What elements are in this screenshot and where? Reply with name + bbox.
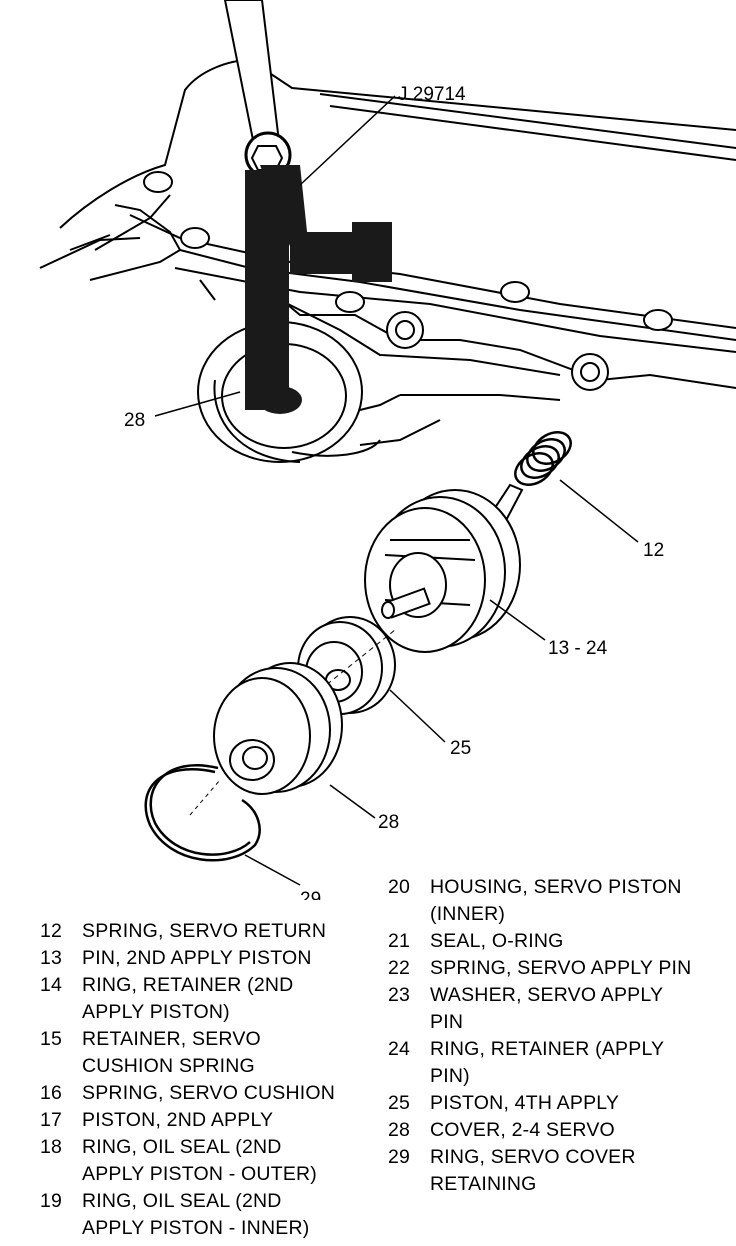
legend-number: 29 <box>388 1146 411 1168</box>
legend-description-line: PISTON, 4TH APPLY <box>430 1092 620 1114</box>
legend-number: 23 <box>388 984 411 1006</box>
servo-return-spring <box>514 431 572 486</box>
legend-item-14: 14 RING, RETAINER (2ND APPLY PISTON) <box>40 972 385 1026</box>
legend-description-line: SPRING, SERVO CUSHION <box>82 1082 336 1104</box>
legend-description: PIN, 2ND APPLY PISTON <box>82 945 385 972</box>
assembly-centerline <box>319 629 396 691</box>
legend-description: RING, OIL SEAL (2ND APPLY PISTON - INNER) <box>82 1188 385 1242</box>
callout-28-bottom: 28 <box>378 812 399 833</box>
callout-12: 12 <box>643 540 664 561</box>
legend-description-line: CUSHION SPRING <box>82 1055 255 1077</box>
legend-description-line: RING, OIL SEAL (2ND <box>82 1136 282 1158</box>
legend-item-25: 25 PISTON, 4TH APPLY <box>388 1090 733 1117</box>
legend-description-line: RING, OIL SEAL (2ND <box>82 1190 282 1212</box>
legend-description-line: RETAINING <box>430 1173 537 1195</box>
legend-description-line: APPLY PISTON) <box>82 1001 230 1023</box>
legend-description: RING, RETAINER (APPLY PIN) <box>430 1036 733 1090</box>
legend-description-line: RING, RETAINER (APPLY <box>430 1038 665 1060</box>
legend-description: PISTON, 4TH APPLY <box>430 1090 733 1117</box>
legend-item-16: 16 SPRING, SERVO CUSHION <box>40 1080 385 1107</box>
legend-number: 15 <box>40 1028 63 1050</box>
legend-description-line: HOUSING, SERVO PISTON <box>430 876 682 898</box>
legend-item-19: 19 RING, OIL SEAL (2ND APPLY PISTON - INNE… <box>40 1188 385 1242</box>
legend-description-line: APPLY PISTON - OUTER) <box>82 1163 318 1185</box>
legend-description: RING, SERVO COVER RETAINING <box>430 1144 733 1198</box>
legend-description-line: COVER, 2-4 SERVO <box>430 1119 615 1141</box>
legend-number: 20 <box>388 876 411 898</box>
legend-description: RETAINER, SERVO CUSHION SPRING <box>82 1026 385 1080</box>
legend-description: WASHER, SERVO APPLY PIN <box>430 982 733 1036</box>
legend-right-column: 20 HOUSING, SERVO PISTON (INNER) 21 SEAL, O-… <box>388 874 733 1198</box>
cover-2-4-servo <box>213 662 343 795</box>
legend-number: 19 <box>40 1190 63 1212</box>
case-bolts <box>143 171 673 391</box>
legend-number: 24 <box>388 1038 411 1060</box>
legend-description: COVER, 2-4 SERVO <box>430 1117 733 1144</box>
legend-description-line: RING, RETAINER (2ND <box>82 974 294 996</box>
legend-number: 21 <box>388 930 411 952</box>
legend-description: SPRING, SERVO RETURN <box>82 918 385 945</box>
legend-number: 12 <box>40 920 63 942</box>
legend-description-line: RING, SERVO COVER <box>430 1146 636 1168</box>
legend-number: 17 <box>40 1109 63 1131</box>
legend-item-28: 28 COVER, 2-4 SERVO <box>388 1117 733 1144</box>
legend-description: SEAL, O-RING <box>430 928 733 955</box>
leader-lines <box>154 95 639 886</box>
legend-description: PISTON, 2ND APPLY <box>82 1107 385 1134</box>
legend-item-20: 20 HOUSING, SERVO PISTON (INNER) <box>388 874 733 928</box>
legend-description-line: (INNER) <box>430 903 506 925</box>
legend-number: 25 <box>388 1092 411 1114</box>
legend-number: 22 <box>388 957 411 979</box>
legend-description-line: WASHER, SERVO APPLY <box>430 984 664 1006</box>
legend-item-29: 29 RING, SERVO COVER RETAINING <box>388 1144 733 1198</box>
legend-description-line: SPRING, SERVO APPLY PIN <box>430 957 692 979</box>
j29714-tool <box>223 0 392 414</box>
legend-description-line: PISTON, 2ND APPLY <box>82 1109 274 1131</box>
legend-description: RING, RETAINER (2ND APPLY PISTON) <box>82 972 385 1026</box>
legend-description-line: APPLY PISTON - INNER) <box>82 1217 310 1239</box>
callout-j29714: J 29714 <box>398 84 466 105</box>
legend-description: SPRING, SERVO APPLY PIN <box>430 955 733 982</box>
legend-description: RING, OIL SEAL (2ND APPLY PISTON - OUTER) <box>82 1134 385 1188</box>
legend-item-23: 23 WASHER, SERVO APPLY PIN <box>388 982 733 1036</box>
legend-item-21: 21 SEAL, O-RING <box>388 928 733 955</box>
callout-13-24: 13 - 24 <box>548 638 608 659</box>
legend-number: 16 <box>40 1082 63 1104</box>
legend-description-line: RETAINER, SERVO <box>82 1028 261 1050</box>
legend-item-22: 22 SPRING, SERVO APPLY PIN <box>388 955 733 982</box>
legend-description-line: PIN <box>430 1011 464 1033</box>
servo-piston-assembly <box>364 483 524 653</box>
legend-description-line: SPRING, SERVO RETURN <box>82 920 327 942</box>
legend-item-13: 13 PIN, 2ND APPLY PISTON <box>40 945 385 972</box>
legend-item-24: 24 RING, RETAINER (APPLY PIN) <box>388 1036 733 1090</box>
servo-cover-retaining-ring <box>144 764 261 862</box>
legend-number: 13 <box>40 947 63 969</box>
legend-description-line: PIN) <box>430 1065 470 1087</box>
legend-description-line: PIN, 2ND APPLY PISTON <box>82 947 312 969</box>
exploded-servo-diagram: J 29714 28 12 13 - 24 25 28 29 <box>39 0 736 900</box>
legend-item-12: 12 SPRING, SERVO RETURN <box>40 918 385 945</box>
legend-item-17: 17 PISTON, 2ND APPLY <box>40 1107 385 1134</box>
legend-number: 18 <box>40 1136 63 1158</box>
legend-item-15: 15 RETAINER, SERVO CUSHION SPRING <box>40 1026 385 1080</box>
legend-item-18: 18 RING, OIL SEAL (2ND APPLY PISTON - OUTE… <box>40 1134 385 1188</box>
legend-number: 14 <box>40 974 63 996</box>
callout-28-top: 28 <box>124 410 145 431</box>
legend-left-column: 12 SPRING, SERVO RETURN 13 PIN, 2ND APPLY P… <box>40 918 385 1242</box>
legend-description-line: SEAL, O-RING <box>430 930 564 952</box>
callout-29: 29 <box>300 889 321 900</box>
callout-25: 25 <box>450 738 471 759</box>
legend-description: HOUSING, SERVO PISTON (INNER) <box>430 874 733 928</box>
legend-number: 28 <box>388 1119 411 1141</box>
legend-description: SPRING, SERVO CUSHION <box>82 1080 385 1107</box>
